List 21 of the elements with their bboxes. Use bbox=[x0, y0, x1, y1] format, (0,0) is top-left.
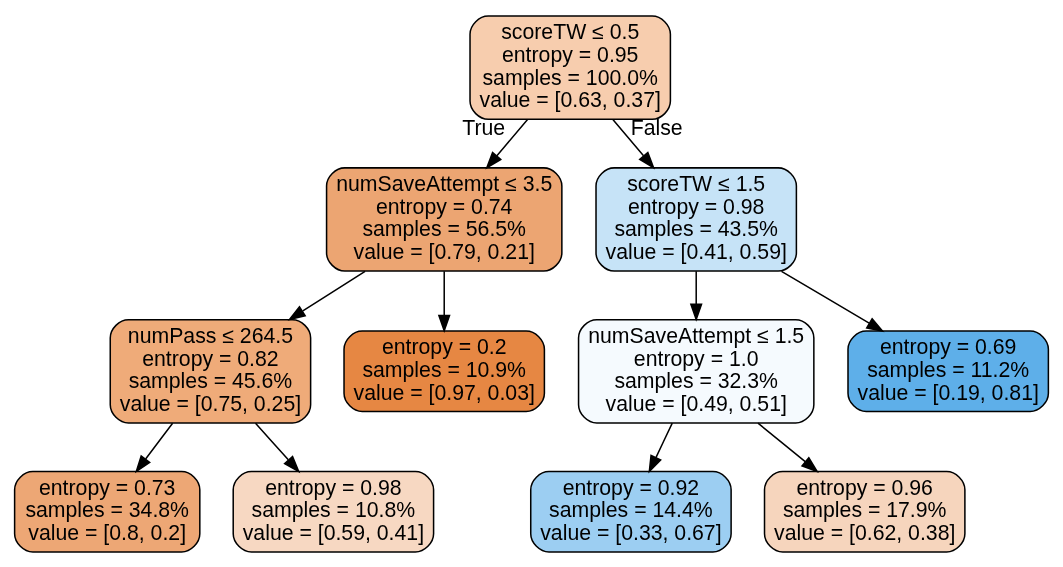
node-box: numSaveAttempt ≤ 1.5 entropy = 1.0 samples = 32.3% value = [0.49, 0.51] bbox=[577, 318, 815, 424]
arrow bbox=[134, 421, 174, 473]
node-box: scoreTW ≤ 1.5 entropy = 0.98 samples = 43.5% value = [0.41, 0.59] bbox=[595, 166, 798, 272]
node-box: numPass ≤ 264.5 entropy = 0.82 samples = 45.6% value = [0.75, 0.25] bbox=[109, 318, 312, 424]
arrow bbox=[757, 421, 819, 473]
arrow bbox=[689, 270, 703, 322]
node-box: entropy = 0.73 samples = 34.8% value = [0.8, 0.2] bbox=[13, 470, 201, 553]
node-box: entropy = 0.98 samples = 10.8% value = [0.59, 0.41] bbox=[232, 470, 435, 553]
node-box: numSaveAttempt ≤ 3.5 entropy = 0.74 samples = 56.5% value = [0.79, 0.21] bbox=[325, 166, 563, 272]
arrow bbox=[254, 421, 301, 473]
node-box: scoreTW ≤ 0.5 entropy = 0.95 samples = 100.0% value = [0.63, 0.37] bbox=[469, 14, 672, 120]
arrow bbox=[648, 421, 673, 473]
arrow bbox=[287, 270, 366, 321]
arrow bbox=[437, 270, 451, 333]
node-box: entropy = 0.69 samples = 11.2% value = [0.19, 0.81] bbox=[847, 329, 1050, 412]
arrow bbox=[612, 118, 656, 169]
arrow bbox=[780, 270, 885, 332]
node-box: entropy = 0.92 samples = 14.4% value = [0.33, 0.67] bbox=[530, 470, 732, 553]
arrow bbox=[485, 118, 529, 169]
node-box: entropy = 0.2 samples = 10.9% value = [0.97, 0.03] bbox=[343, 329, 546, 412]
node-box: entropy = 0.96 samples = 17.9% value = [0.62, 0.38] bbox=[763, 470, 966, 553]
